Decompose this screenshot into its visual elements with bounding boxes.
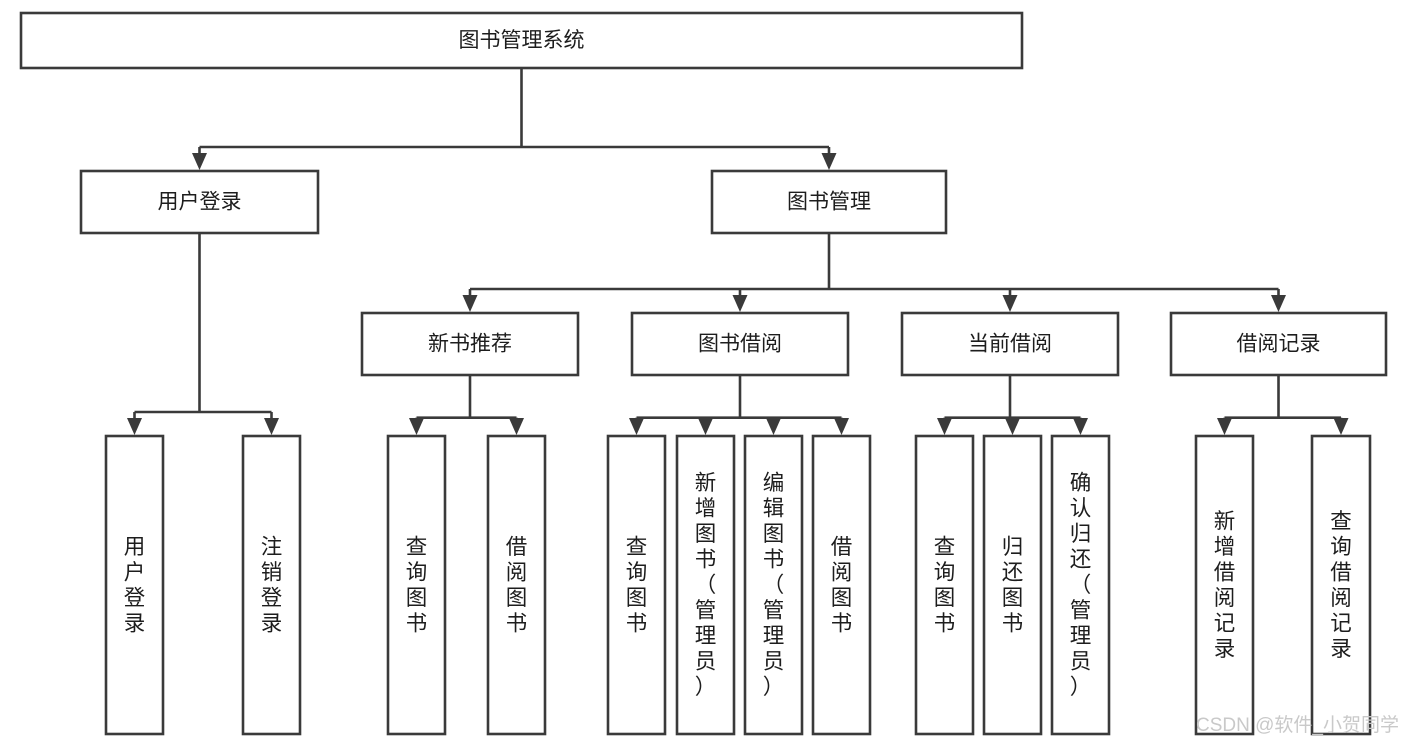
node-label-leaf-edit-book-admin: 编辑图书（管理员） — [763, 471, 785, 699]
node-box-user-login — [79, 169, 320, 235]
node-label-leaf-query-book-current: 查询图书 — [934, 535, 956, 636]
arrow-head-new-book-recommend — [462, 295, 478, 312]
node-box-book-manage — [710, 169, 948, 235]
node-label-leaf-borrow-book: 借阅图书 — [831, 535, 853, 636]
node-label-leaf-add-book-admin: 新增图书（管理员） — [695, 471, 717, 699]
node-leaf-logout-login[interactable]: 注销登录 — [241, 434, 302, 736]
arrow-head-leaf-query-book-current — [937, 418, 952, 435]
arrow-head-leaf-confirm-return-admin — [1073, 418, 1088, 435]
node-leaf-query-borrow-record[interactable]: 查询借阅记录 — [1310, 434, 1372, 736]
node-book-borrow[interactable]: 图书借阅 — [630, 311, 850, 377]
node-box-leaf-borrow-book-rec — [486, 434, 547, 736]
arrow-head-leaf-borrow-book-rec — [509, 418, 524, 435]
nodes-layer: 图书管理系统用户登录图书管理新书推荐图书借阅当前借阅借阅记录用户登录注销登录查询… — [19, 11, 1388, 736]
node-book-manage[interactable]: 图书管理 — [710, 169, 948, 235]
arrow-head-leaf-query-book-borrow — [629, 418, 644, 435]
arrow-head-leaf-user-login — [127, 418, 142, 435]
node-label-current-borrow: 当前借阅 — [968, 333, 1052, 356]
arrow-head-leaf-query-book-rec — [409, 418, 424, 435]
arrow-head-leaf-borrow-book — [834, 418, 849, 435]
node-label-leaf-query-book-borrow: 查询图书 — [626, 535, 648, 636]
node-box-leaf-query-book-rec — [386, 434, 447, 736]
node-label-book-manage: 图书管理 — [787, 191, 871, 214]
node-new-book-recommend[interactable]: 新书推荐 — [360, 311, 580, 377]
node-box-leaf-user-login — [104, 434, 165, 736]
arrow-head-book-borrow — [732, 295, 748, 312]
arrow-head-leaf-add-borrow-record — [1217, 418, 1232, 435]
node-leaf-confirm-return-admin[interactable]: 确认归还（管理员） — [1050, 434, 1111, 736]
node-user-login[interactable]: 用户登录 — [79, 169, 320, 235]
arrow-head-leaf-return-book — [1005, 418, 1020, 435]
node-label-leaf-return-book: 归还图书 — [1002, 535, 1024, 636]
node-label-leaf-user-login: 用户登录 — [124, 535, 146, 636]
node-label-leaf-borrow-book-rec: 借阅图书 — [506, 535, 528, 636]
node-box-leaf-query-borrow-record — [1310, 434, 1372, 736]
node-box-leaf-add-book-admin — [675, 434, 736, 736]
node-label-book-borrow: 图书借阅 — [698, 333, 782, 356]
arrow-head-book-manage — [821, 153, 837, 170]
node-leaf-edit-book-admin[interactable]: 编辑图书（管理员） — [743, 434, 804, 736]
node-label-leaf-query-borrow-record: 查询借阅记录 — [1330, 509, 1352, 661]
node-current-borrow[interactable]: 当前借阅 — [900, 311, 1120, 377]
node-label-leaf-confirm-return-admin: 确认归还（管理员） — [1070, 471, 1092, 699]
arrow-head-leaf-logout-login — [264, 418, 279, 435]
node-label-new-book-recommend: 新书推荐 — [428, 333, 512, 356]
node-box-new-book-recommend — [360, 311, 580, 377]
node-label-leaf-add-borrow-record: 新增借阅记录 — [1214, 509, 1236, 661]
node-box-borrow-record — [1169, 311, 1388, 377]
node-label-root: 图书管理系统 — [459, 29, 585, 52]
node-box-root — [19, 11, 1024, 70]
arrow-head-borrow-record — [1271, 295, 1286, 312]
edges-layer — [127, 68, 1349, 435]
node-label-borrow-record: 借阅记录 — [1237, 333, 1321, 356]
node-leaf-user-login[interactable]: 用户登录 — [104, 434, 165, 736]
arrow-head-current-borrow — [1002, 295, 1018, 312]
node-box-leaf-add-borrow-record — [1194, 434, 1255, 736]
node-leaf-borrow-book[interactable]: 借阅图书 — [811, 434, 872, 736]
node-label-leaf-logout-login: 注销登录 — [261, 535, 283, 636]
node-leaf-add-book-admin[interactable]: 新增图书（管理员） — [675, 434, 736, 736]
node-leaf-return-book[interactable]: 归还图书 — [982, 434, 1043, 736]
node-leaf-add-borrow-record[interactable]: 新增借阅记录 — [1194, 434, 1255, 736]
node-box-book-borrow — [630, 311, 850, 377]
arrow-head-leaf-query-borrow-record — [1333, 418, 1349, 435]
node-box-leaf-query-book-current — [914, 434, 975, 736]
node-box-leaf-return-book — [982, 434, 1043, 736]
node-box-leaf-query-book-borrow — [606, 434, 667, 736]
node-box-leaf-borrow-book — [811, 434, 872, 736]
node-leaf-query-book-borrow[interactable]: 查询图书 — [606, 434, 667, 736]
arrow-head-leaf-edit-book-admin — [766, 418, 781, 435]
node-leaf-query-book-rec[interactable]: 查询图书 — [386, 434, 447, 736]
node-box-leaf-confirm-return-admin — [1050, 434, 1111, 736]
node-label-user-login: 用户登录 — [158, 191, 242, 214]
node-box-leaf-edit-book-admin — [743, 434, 804, 736]
csdn-watermark: CSDN @软件_小贺同学 — [1196, 714, 1399, 736]
node-label-leaf-query-book-rec: 查询图书 — [406, 535, 428, 636]
node-borrow-record[interactable]: 借阅记录 — [1169, 311, 1388, 377]
node-box-leaf-logout-login — [241, 434, 302, 736]
node-leaf-borrow-book-rec[interactable]: 借阅图书 — [486, 434, 547, 736]
arrow-head-leaf-add-book-admin — [698, 418, 713, 435]
node-box-current-borrow — [900, 311, 1120, 377]
node-root[interactable]: 图书管理系统 — [19, 11, 1024, 70]
node-leaf-query-book-current[interactable]: 查询图书 — [914, 434, 975, 736]
arrow-head-user-login — [192, 153, 207, 170]
